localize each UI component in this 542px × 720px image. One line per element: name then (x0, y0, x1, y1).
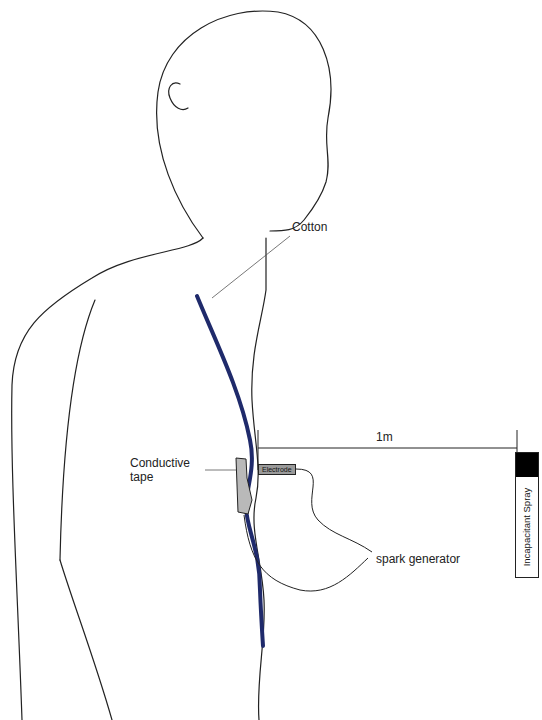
arm-outline (60, 300, 95, 560)
canister-cap (516, 453, 538, 477)
wire (244, 515, 368, 591)
part-label: spark generator (376, 552, 460, 566)
wire (296, 469, 372, 552)
canister-label: Incapacitant Spray (522, 479, 532, 575)
electrode-box: Electrode (258, 464, 296, 475)
cotton-thread (197, 296, 263, 646)
dimension-tick (517, 430, 518, 452)
dimension-label: 1m (376, 430, 393, 444)
part-label: Cotton (292, 220, 327, 234)
electrode-label: Electrode (262, 465, 292, 474)
part-label: Conductive tape (130, 456, 202, 484)
leader-line (212, 236, 290, 298)
ear (169, 83, 188, 110)
conductive-tape (236, 458, 252, 514)
body-left-outline (12, 238, 203, 720)
leader-line (205, 470, 236, 471)
arm-outline (60, 560, 112, 720)
dimension-line (258, 448, 517, 449)
head-outline (157, 11, 331, 238)
spray-canister: Incapacitant Spray (515, 452, 539, 578)
